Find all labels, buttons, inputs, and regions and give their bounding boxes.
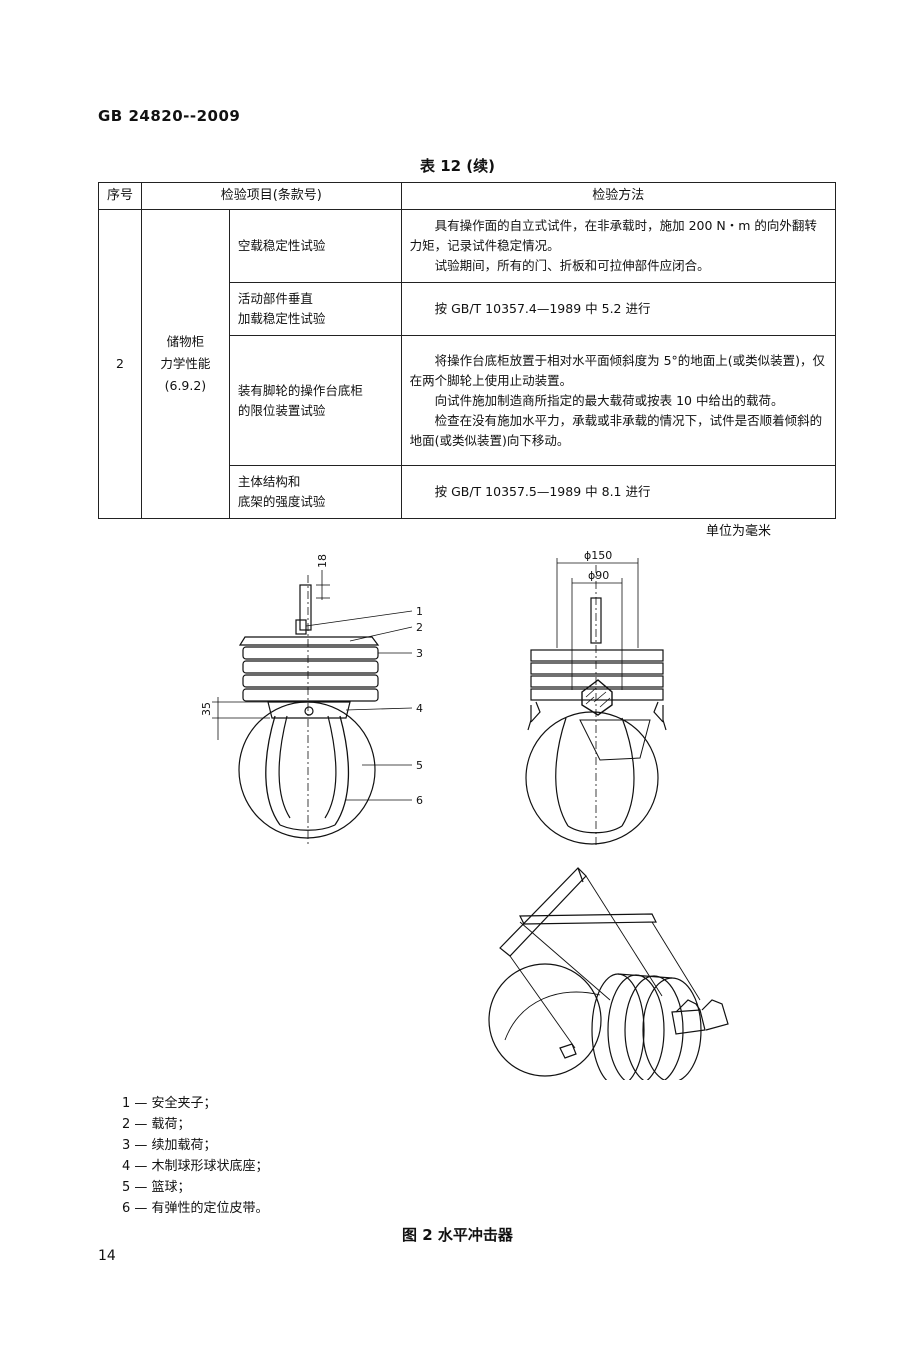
callout-4: 4: [416, 702, 423, 715]
standard-number: GB 24820--2009: [98, 107, 241, 125]
method-cell: 具有操作面的自立式试件，在非承载时，施加 200 N・m 的向外翻转力矩，记录试…: [400, 209, 837, 283]
unit-note: 单位为毫米: [706, 524, 772, 539]
col-header-item: 检验项目(条款号): [140, 182, 402, 210]
isometric-view-drawing: [488, 867, 729, 1080]
method-cell: 按 GB/T 10357.5—1989 中 8.1 进行: [400, 465, 837, 519]
method-paragraph: 试验期间，所有的门、折板和可拉伸部件应闭合。: [434, 258, 710, 273]
legend-item: 4 — 木制球形球状底座；: [122, 1159, 269, 1174]
seq-cell: 2: [98, 209, 142, 519]
method-paragraph: 向试件施加制造商所指定的最大载荷或按表 10 中给出的载荷。: [434, 392, 784, 408]
figure-legend: 1 — 安全夹子； 2 — 载荷； 3 — 续加载荷； 4 — 木制球形球状底座…: [122, 1093, 269, 1219]
test-method-table: 序号 检验项目(条款号) 检验方法 2 储物柜 力学性能 (6.9.2) 空载稳…: [98, 182, 837, 519]
table-row: 活动部件垂直 加载稳定性试验 按 GB/T 10357.4—1989 中 5.2…: [99, 282, 837, 336]
dim-phi150-label: ϕ150: [584, 549, 612, 562]
item-name-line: 主体结构和: [237, 474, 301, 489]
dim-phi90-label: ϕ90: [588, 569, 609, 582]
category-line: (6.9.2): [164, 378, 207, 393]
method-paragraph: 将操作台底柜放置于相对水平面倾斜度为 5°的地面上(或类似装置)，仅在两个脚轮上…: [409, 352, 826, 388]
item-name-cell: 装有脚轮的操作台底柜 的限位装置试验: [228, 335, 402, 466]
item-name-line: 加载稳定性试验: [237, 311, 326, 326]
dim-35-label: 35: [200, 702, 213, 716]
table-caption: 表 12 (续): [419, 157, 496, 175]
method-paragraph: 具有操作面的自立式试件，在非承载时，施加 200 N・m 的向外翻转力矩，记录试…: [409, 218, 817, 253]
category-line: 力学性能: [160, 356, 211, 371]
method-paragraph: 按 GB/T 10357.4—1989 中 5.2 进行: [434, 301, 651, 316]
col-header-seq: 序号: [98, 182, 142, 210]
col-header-method: 检验方法: [400, 182, 837, 210]
item-name-cell: 主体结构和 底架的强度试验: [228, 465, 402, 519]
table-row: 2 储物柜 力学性能 (6.9.2) 空载稳定性试验 具有操作面的自立式试件，在…: [98, 209, 837, 519]
callout-6: 6: [416, 794, 423, 807]
item-name-line: 装有脚轮的操作台底柜: [237, 382, 363, 398]
front-view-drawing: [212, 570, 413, 845]
figure-caption: 图 2 水平冲击器: [402, 1226, 513, 1244]
table-row: 主体结构和 底架的强度试验 按 GB/T 10357.5—1989 中 8.1 …: [99, 465, 837, 519]
item-name-line: 活动部件垂直: [237, 291, 313, 306]
item-name-line: 底架的强度试验: [237, 494, 326, 509]
method-paragraph: 按 GB/T 10357.5—1989 中 8.1 进行: [434, 484, 651, 499]
legend-item: 6 — 有弹性的定位皮带。: [122, 1201, 269, 1216]
method-paragraph: 检查在没有施加水平力，承载或非承载的情况下，试件是否顺着倾斜的地面(或类似装置)…: [409, 412, 823, 448]
legend-item: 1 — 安全夹子；: [122, 1096, 217, 1111]
dim-18-label: 18: [316, 554, 329, 568]
item-name-line: 的限位装置试验: [237, 402, 326, 418]
impactor-figure: 18 35 1 2 3 4 5 6 ϕ150: [200, 549, 729, 1080]
callout-3: 3: [416, 647, 423, 660]
callout-1: 1: [416, 605, 423, 618]
callout-2: 2: [416, 621, 423, 634]
callout-5: 5: [416, 759, 423, 772]
page-number: 14: [98, 1248, 116, 1264]
method-cell: 按 GB/T 10357.4—1989 中 5.2 进行: [400, 282, 837, 336]
method-cell: 将操作台底柜放置于相对水平面倾斜度为 5°的地面上(或类似装置)，仅在两个脚轮上…: [400, 335, 837, 466]
legend-item: 5 — 篮球；: [122, 1180, 191, 1195]
section-view-drawing: [525, 558, 667, 845]
item-name-cell: 空载稳定性试验: [228, 209, 402, 283]
legend-item: 2 — 载荷；: [122, 1117, 191, 1132]
item-name-cell: 活动部件垂直 加载稳定性试验: [228, 282, 402, 336]
item-name-line: 空载稳定性试验: [237, 238, 326, 253]
category-cell: 储物柜 力学性能 (6.9.2): [140, 209, 230, 519]
table-row: 装有脚轮的操作台底柜 的限位装置试验 将操作台底柜放置于相对水平面倾斜度为 5°…: [99, 335, 837, 466]
category-line: 储物柜: [166, 334, 205, 349]
legend-item: 3 — 续加载荷；: [122, 1138, 217, 1153]
table-header-row: 序号 检验项目(条款号) 检验方法: [98, 182, 837, 210]
